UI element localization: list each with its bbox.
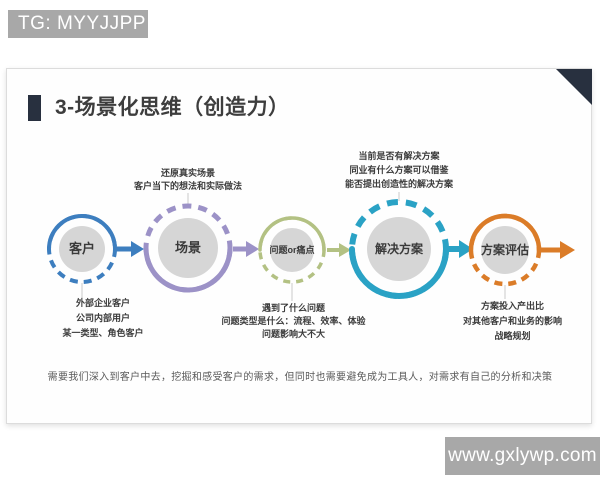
step-eval-ring-solid [468,213,542,253]
arrow-head [560,241,575,259]
notes-below-pain-point: 遇到了什么问题 问题类型是什么：流程、效率、体验 问题影响大不大 [201,302,386,341]
step-solution-label: 解决方案 [375,241,424,256]
notes-below-customer: 外部企业客户 公司内部用户 某一类型、角色客户 [13,296,193,341]
notes-above-solution: 当前是否有解决方案 同业有什么方案可以借鉴 能否提出创造性的解决方案 [299,149,499,191]
step-solution-inner [367,217,431,281]
note-line: 对其他客户和业务的影响 [462,316,562,326]
note-line: 当前是否有解决方案 [358,151,440,161]
notes-below-evaluation: 方案投入产出比 对其他客户和业务的影响 战略规划 [420,299,600,344]
note-line: 能否提出创造性的解决方案 [344,179,453,189]
step-eval-inner [481,226,529,274]
watermark: www.gxlywp.com [445,437,600,475]
note-line: 方案投入产出比 [480,301,544,311]
note-line: 问题影响大不大 [261,329,325,339]
arrow-solution-to-eval [447,240,473,258]
step-scene-label: 场景 [175,240,201,255]
note-line: 战略规划 [494,331,531,341]
step-scene: 场景 [143,203,233,293]
note-line: 某一类型、角色客户 [62,328,144,338]
step-solution-ring-solid [349,246,449,299]
step-customer-inner [59,226,105,272]
note-line: 公司内部用户 [75,313,130,323]
slide-footer-note: 需要我们深入到客户中去，挖掘和感受客户的需求，但同时也需要避免成为工具人，对需求… [47,372,553,383]
arrow-head [246,241,259,257]
tg-banner-text: TG: MYYJJPP [18,13,146,34]
step-pain-inner [270,228,314,272]
watermark-text: www.gxlywp.com [448,445,597,466]
note-line: 遇到了什么问题 [261,303,325,313]
slide-title: 3-场景化思维（创造力） [55,96,290,119]
note-line: 客户当下的想法和实际做法 [133,181,242,191]
notes-above-scene: 还原真实场景 客户当下的想法和实际做法 [88,167,288,193]
arrow-head [339,243,351,257]
step-customer-ring-solid [47,214,117,251]
title-accent-bar [28,95,41,121]
arrow-eval-exit [541,241,575,259]
step-scene-inner [158,218,218,278]
corner-triangle [556,69,592,105]
arrow-head [131,241,144,257]
step-eval-label: 方案评估 [481,242,529,257]
step-evaluation: 方案评估 [468,213,542,287]
note-line: 还原真实场景 [160,168,215,178]
step-pain-ring-solid [258,216,326,252]
step-solution: 解决方案 [349,199,449,299]
note-line: 问题类型是什么：流程、效率、体验 [221,316,366,326]
arrow-head [459,240,473,258]
arrow-customer-to-scene [114,241,144,257]
step-customer-label: 客户 [69,241,95,256]
arrow-pain-to-solution [327,243,351,257]
note-line: 外部企业客户 [75,298,130,308]
tg-banner: TG: MYYJJPP [8,10,148,38]
note-line: 同业有什么方案可以借鉴 [349,165,449,175]
step-scene-ring-solid [143,245,233,293]
note-connectors [81,192,506,301]
step-customer: 客户 [47,214,117,284]
step-pain-point: 问题or痛点 [258,216,326,284]
arrow-scene-to-pain [233,241,259,257]
step-pain-label: 问题or痛点 [269,244,314,255]
